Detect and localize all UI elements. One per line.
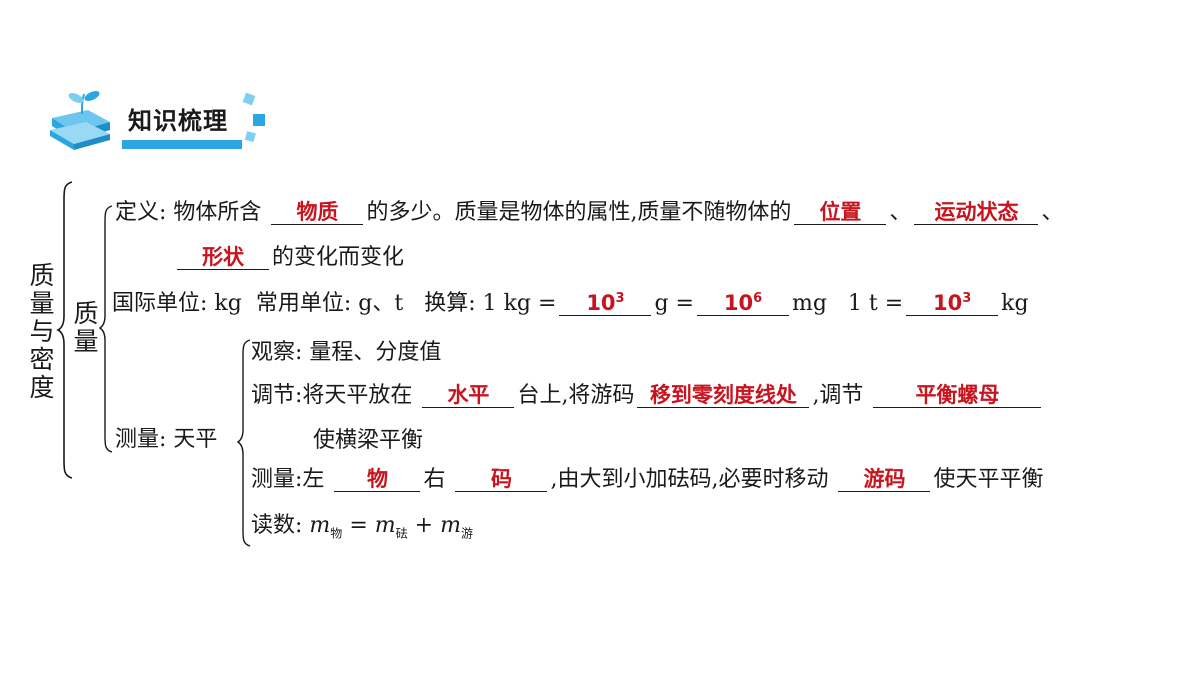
answer-blank-move-to-zero: 移到零刻度线处 — [637, 383, 810, 408]
adjust-text-3: ,调节 — [812, 383, 864, 408]
definition-text-3: 的变化而变化 — [272, 245, 405, 270]
answer-blank-g-to-mg: 106 — [696, 291, 789, 316]
answer-blank-level: 水平 — [422, 383, 515, 408]
root-brace — [56, 181, 73, 479]
si-unit: kg — [214, 291, 242, 316]
root-label: 质量与密度 — [29, 261, 55, 402]
subscript-object: 物 — [330, 526, 343, 541]
section-title: 知识梳理 — [128, 107, 228, 135]
unit-mg: mg — [791, 291, 827, 316]
weigh-text-left: 左 — [302, 467, 325, 492]
si-unit-label: 国际单位: — [112, 291, 208, 316]
definition-line-2: 形状的变化而变化 — [174, 244, 404, 272]
weigh-text-3: ,由大到小加砝码,必要时移动 — [550, 467, 829, 492]
answer-blank-kg-to-g: 103 — [559, 291, 652, 316]
unit-g: g = — [654, 291, 694, 316]
adjust-line-2: 使横梁平衡 — [313, 428, 424, 453]
answer-blank-object: 物 — [334, 467, 421, 492]
weigh-text-4: 使天平平衡 — [933, 467, 1044, 492]
common-units: g、t — [358, 291, 404, 316]
read-line: 读数: m物 = m砝 + m游 — [251, 512, 473, 547]
observe-line: 观察: 量程、分度值 — [251, 340, 442, 365]
answer-blank-position: 位置 — [794, 200, 887, 225]
read-prefix: 读数: — [251, 513, 303, 538]
answer-blank-t-to-kg: 103 — [906, 291, 999, 316]
equals-sign: = — [349, 513, 368, 538]
adjust-prefix: 调节: — [251, 383, 303, 408]
section-header-badge — [48, 88, 278, 158]
plus-sign: + — [414, 513, 434, 538]
answer-blank-shape: 形状 — [177, 245, 269, 270]
branch-label: 质量 — [73, 299, 99, 356]
books-plant-icon — [50, 91, 265, 150]
weigh-prefix: 测量: — [251, 467, 303, 492]
mass-symbol-weights: m — [374, 513, 396, 538]
adjust-text-1: 将天平放在 — [302, 383, 413, 408]
definition-text-2: 的多少。质量是物体的属性,质量不随物体的 — [366, 200, 792, 225]
unit-kg: kg — [1001, 291, 1029, 316]
answer-blank-rider: 游码 — [838, 467, 931, 492]
subscript-rider: 游 — [460, 526, 473, 541]
convert-t: 1 t = — [847, 291, 904, 316]
answer-blank-motion-state: 运动状态 — [914, 200, 1039, 225]
definition-sep-2: 、 — [1041, 200, 1064, 225]
common-unit-label: 常用单位: — [255, 291, 352, 316]
answer-blank-weights: 码 — [455, 467, 548, 492]
mass-symbol-object: m — [309, 513, 331, 538]
adjust-text-2: 台上,将游码 — [517, 383, 635, 408]
definition-text-1: 物体所含 — [173, 200, 262, 225]
convert-label: 换算: — [424, 291, 476, 316]
mass-symbol-rider: m — [440, 513, 461, 538]
answer-blank-matter: 物质 — [271, 200, 364, 225]
answer-blank-balance-nut: 平衡螺母 — [873, 383, 1042, 408]
adjust-line-1: 调节:将天平放在 水平台上,将游码移到零刻度线处,调节 平衡螺母 — [251, 382, 1044, 410]
definition-prefix: 定义: — [115, 200, 167, 225]
weigh-text-right: 右 — [423, 467, 446, 492]
definition-line-1: 定义: 物体所含 物质的多少。质量是物体的属性,质量不随物体的位置、运动状态、 — [115, 199, 1063, 227]
subscript-weights: 砝 — [395, 526, 408, 541]
convert-kg: 1 kg = — [482, 291, 557, 316]
definition-sep-1: 、 — [889, 200, 912, 225]
measure-label: 测量: 天平 — [115, 427, 218, 452]
measure-brace — [236, 339, 251, 547]
branch-brace — [98, 205, 113, 453]
weigh-line: 测量:左 物右 码,由大到小加砝码,必要时移动 游码使天平平衡 — [251, 466, 1043, 494]
